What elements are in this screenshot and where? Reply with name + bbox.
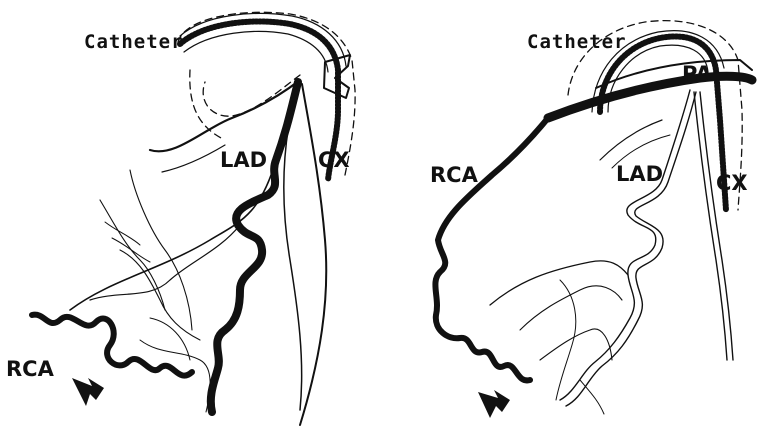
left-cx-label: CX <box>318 148 350 172</box>
left-cx-vessel <box>300 84 326 425</box>
left-rca-label: RCA <box>6 357 55 381</box>
right-rca-vessel <box>435 118 548 380</box>
right-panel: Catheter PA RCA LAD CX <box>430 21 752 418</box>
right-lad-vessel <box>560 90 690 400</box>
left-rca-arrow <box>72 378 104 406</box>
left-catheter-label: Catheter <box>84 31 184 53</box>
left-rca-vessel <box>32 315 192 376</box>
right-lad-label: LAD <box>616 162 663 186</box>
right-pa-label: PA <box>682 62 712 86</box>
right-catheter-label: Catheter <box>527 31 627 53</box>
right-rca-label: RCA <box>430 163 479 187</box>
left-lad-vessel <box>211 82 298 412</box>
right-cx-label: CX <box>716 171 748 195</box>
left-lad-label: LAD <box>220 148 267 172</box>
left-panel: Catheter LAD CX RCA <box>6 12 355 425</box>
right-rca-arrow <box>478 390 510 418</box>
